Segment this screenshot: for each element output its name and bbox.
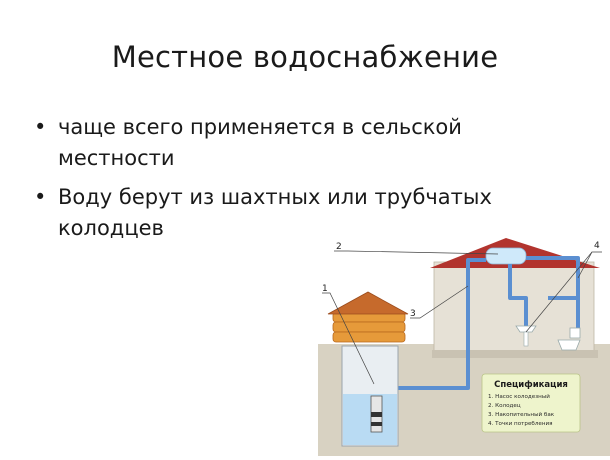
sink-pipe: [508, 264, 528, 326]
house: [430, 238, 600, 358]
distribution-pipe: [526, 256, 580, 332]
house-foundation: [432, 350, 598, 358]
spec-title: Спецификация: [494, 380, 568, 390]
toilet: [557, 327, 581, 351]
callout-1: 1: [322, 284, 328, 294]
slide-title: Местное водоснабжение: [111, 40, 499, 74]
well-plank: [332, 321, 406, 333]
callout-lines: [322, 250, 602, 385]
bullet-text: чаще всего применяется в сельской местно…: [58, 115, 462, 170]
specification-box: Спецификация 1. Насос колодезный 2. Коло…: [481, 373, 581, 433]
callout-4: 4: [594, 241, 600, 251]
well: [327, 291, 409, 447]
bullet-dot-icon: •: [34, 115, 47, 139]
water-supply-diagram: 1 2 3 4 Спецификация 1. Насос колодезный…: [300, 236, 610, 456]
spec-item: 3. Накопительный бак: [488, 411, 555, 418]
bullet-item: • чаще всего применяется в сельской мест…: [32, 112, 532, 174]
bullet-dot-icon: •: [34, 185, 47, 209]
spec-item: 1. Насос колодезный: [488, 393, 550, 400]
spec-item: 2. Колодец: [488, 403, 521, 409]
bullet-list: • чаще всего применяется в сельской мест…: [32, 112, 532, 252]
well-plank: [332, 331, 406, 343]
bullet-item: • Воду берут из шахтных или трубчатых ко…: [32, 182, 532, 244]
spec-item: 4. Точки потребления: [488, 421, 553, 427]
storage-tank: [485, 247, 527, 265]
well-roof: [327, 291, 409, 315]
well-water: [343, 394, 397, 445]
bullet-text: Воду берут из шахтных или трубчатых коло…: [58, 185, 492, 240]
callout-3: 3: [410, 309, 416, 319]
house-wall: [433, 261, 595, 355]
callout-2: 2: [336, 242, 342, 252]
diagram-svg: 1 2 3 4 Спецификация 1. Насос колодезный…: [318, 238, 610, 456]
spec-bg: [481, 373, 581, 433]
